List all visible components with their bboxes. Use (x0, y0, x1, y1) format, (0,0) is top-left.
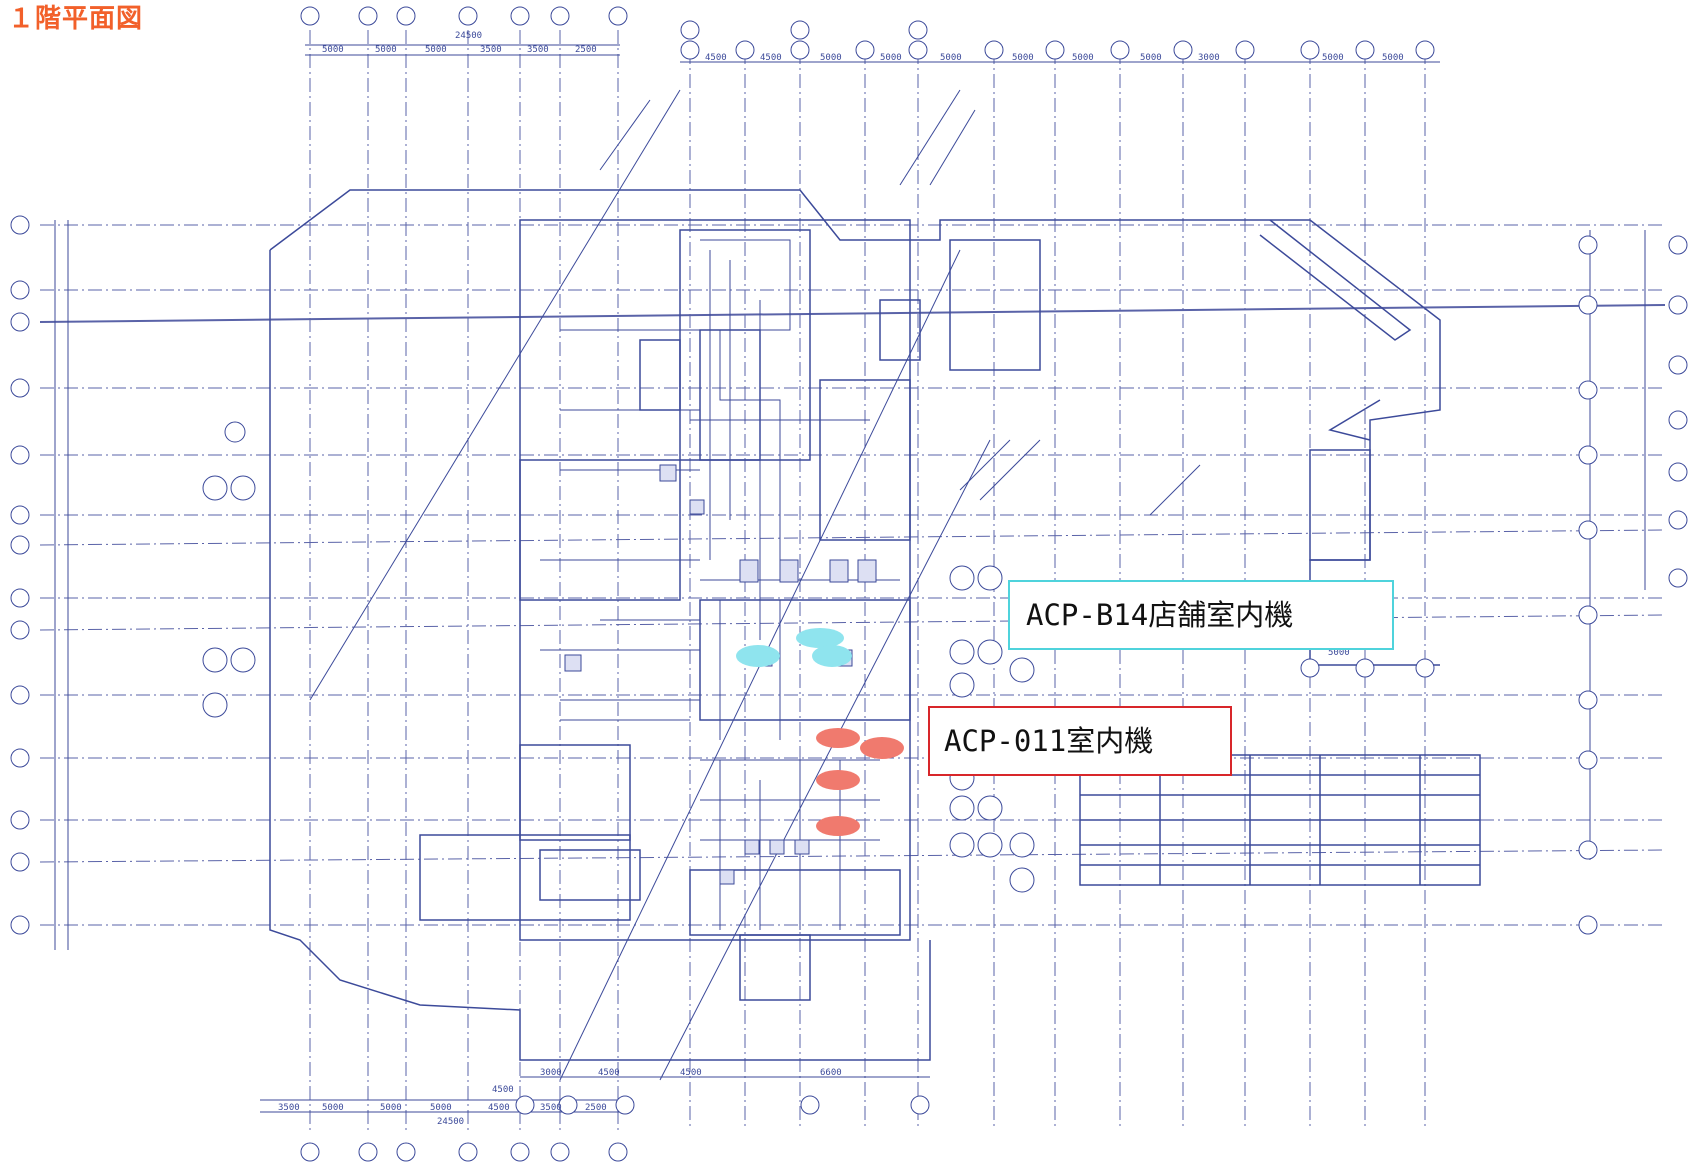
dim-bottom-6: 3500 (540, 1103, 562, 1113)
piping-detail (540, 239, 900, 930)
dim-right-8: 5000 (1140, 53, 1162, 63)
callout-acp-b14-indoor-unit: ACP-B14店舗室内機 (1008, 580, 1394, 650)
red-marker-2 (860, 737, 904, 759)
cyan-marker-left (736, 645, 780, 667)
dim-right-10: 5000 (1322, 53, 1344, 63)
dim-bottom-up-2: 4500 (598, 1068, 620, 1078)
dim-right-11: 5000 (1382, 53, 1404, 63)
dim-top-6: 2500 (575, 45, 597, 55)
dim-bottom-7: 2500 (585, 1103, 607, 1113)
dim-bottom-up-1: 3000 (540, 1068, 562, 1078)
dim-right-6: 5000 (1012, 53, 1034, 63)
dim-top-5: 3500 (527, 45, 549, 55)
dimension-texts: 24500 5000 5000 5000 3500 3500 2500 4500… (278, 31, 1404, 1127)
dim-bottom-1: 3500 (278, 1103, 300, 1113)
dim-top-1: 5000 (322, 45, 344, 55)
building-walls (269, 189, 1481, 1061)
dim-bottom-5: 4500 (488, 1103, 510, 1113)
cyan-marker-right-top (796, 628, 844, 648)
dim-bottom-low: 4500 (492, 1085, 514, 1095)
dim-bottom-up-4: 6600 (820, 1068, 842, 1078)
dim-bottom-up-3: 4500 (680, 1068, 702, 1078)
page-title: １階平面図 (8, 4, 144, 34)
dim-right-2: 4500 (760, 53, 782, 63)
callout-acp-011-indoor-unit: ACP-011室内機 (928, 706, 1232, 776)
dim-top-total: 24500 (455, 31, 482, 41)
dim-right-3: 5000 (820, 53, 842, 63)
dim-top-3: 5000 (425, 45, 447, 55)
highlight-markers (736, 628, 904, 836)
dim-bottom-total: 24500 (437, 1117, 464, 1127)
dimension-lines (54, 44, 1646, 1113)
red-marker-4 (816, 816, 860, 836)
dim-bottom-3: 5000 (380, 1103, 402, 1113)
dim-right-7: 5000 (1072, 53, 1094, 63)
cyan-marker-right (812, 645, 852, 667)
dim-right-1: 4500 (705, 53, 727, 63)
dim-right-5: 5000 (940, 53, 962, 63)
dim-bottom-2: 5000 (322, 1103, 344, 1113)
dim-top-4: 3500 (480, 45, 502, 55)
dim-right-9: 3000 (1198, 53, 1220, 63)
red-marker-3 (816, 770, 860, 790)
red-marker-1 (816, 728, 860, 748)
dim-top-2: 5000 (375, 45, 397, 55)
dim-right-4: 5000 (880, 53, 902, 63)
dim-bottom-4: 5000 (430, 1103, 452, 1113)
grid-bubbles (10, 6, 1688, 1162)
dim-right-label: 5000 (1328, 648, 1350, 658)
